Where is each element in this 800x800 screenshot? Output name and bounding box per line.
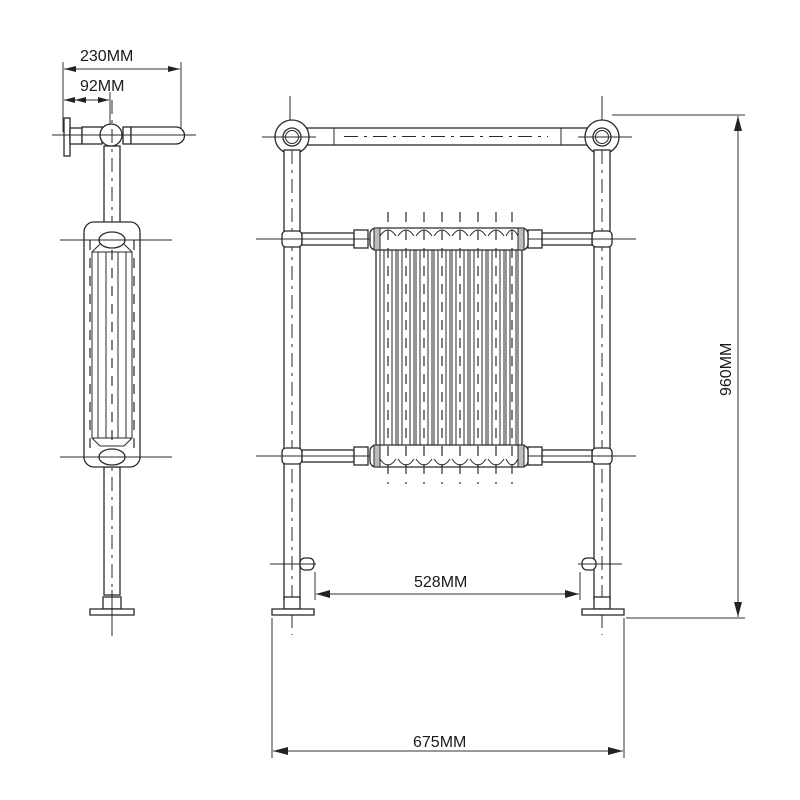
label-92mm: 92MM	[80, 78, 124, 95]
label-675mm: 675MM	[413, 734, 466, 751]
front-radiator-columns	[369, 212, 529, 484]
label-528mm: 528MM	[414, 574, 467, 591]
label-230mm: 230MM	[80, 48, 133, 65]
column-set	[373, 227, 525, 468]
front-posts	[281, 149, 613, 635]
side-top-rail	[52, 117, 196, 157]
front-view: 528MM 675MM 960MM	[256, 96, 745, 758]
dimension-wall-offset: 92MM	[64, 78, 124, 128]
dimension-width-total: 675MM	[271, 618, 625, 758]
side-view: 230MM 92MM	[52, 48, 196, 640]
dimension-height: 960MM	[612, 114, 745, 619]
dimension-depth-total: 230MM	[62, 48, 182, 132]
dimension-valve-centres: 528MM	[314, 572, 581, 600]
side-foot	[89, 590, 135, 632]
side-radiator-body	[60, 221, 172, 468]
front-feet	[271, 596, 625, 616]
front-top-rail	[262, 96, 632, 160]
label-960mm: 960MM	[718, 343, 735, 396]
front-valves	[270, 557, 622, 571]
